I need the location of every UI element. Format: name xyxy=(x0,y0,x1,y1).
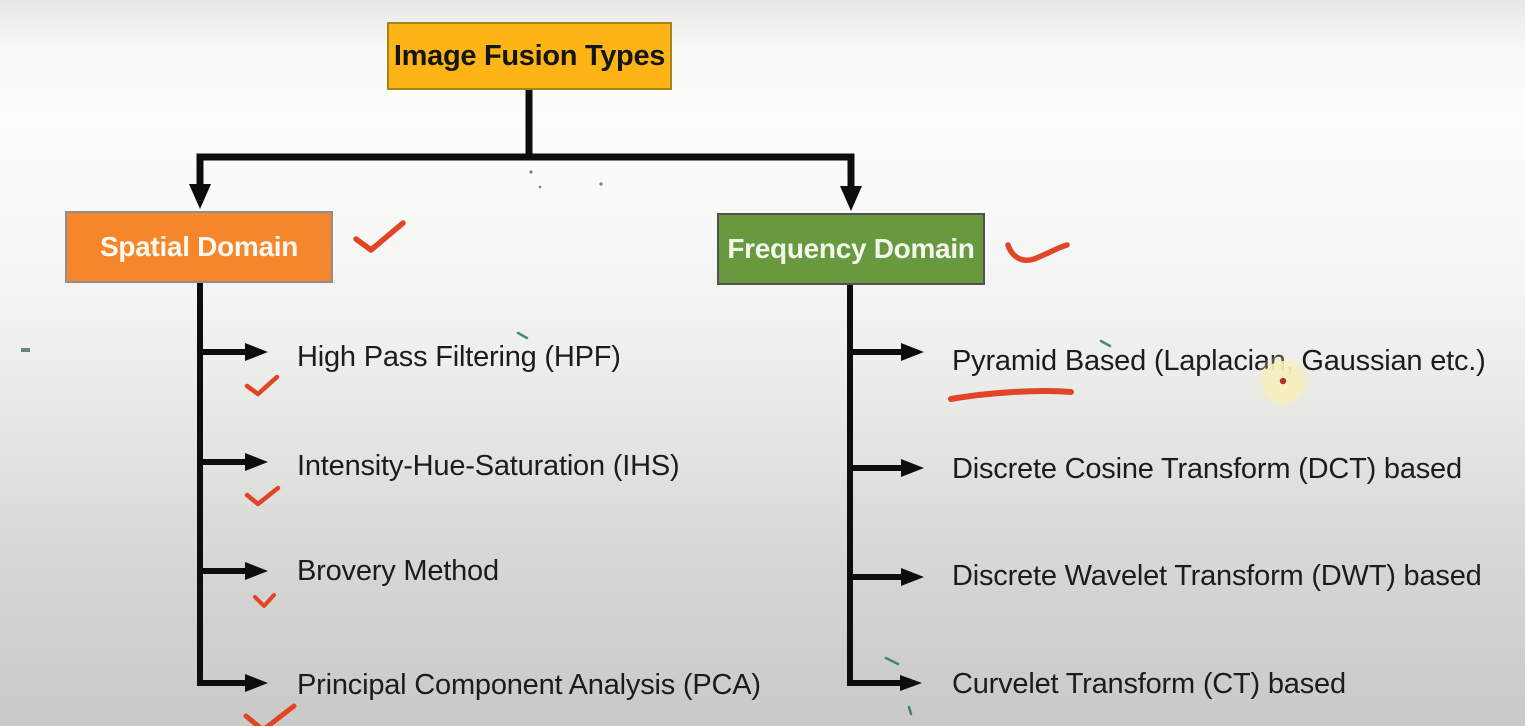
item-brovery: Brovery Method xyxy=(297,554,499,587)
arrowhead-ihs xyxy=(245,453,268,471)
split-line xyxy=(196,153,855,192)
arrowhead-to-spatial xyxy=(189,184,211,209)
checkmark-hpf-icon xyxy=(244,374,280,397)
green-speck-icon xyxy=(529,170,533,174)
green-speck-icon xyxy=(21,348,30,352)
node-frequency-domain-label: Frequency Domain xyxy=(727,233,975,264)
item-hpf: High Pass Filtering (HPF) xyxy=(297,340,621,373)
arrowhead-pyramid xyxy=(901,343,924,361)
item-dwt-based: Discrete Wavelet Transform (DWT) based xyxy=(952,559,1482,592)
green-speck-icon xyxy=(884,656,900,666)
item-dct-based: Discrete Cosine Transform (DCT) based xyxy=(952,452,1462,485)
checkmark-brovery-icon xyxy=(253,593,276,608)
checkmark-ihs-icon xyxy=(244,485,281,507)
arrowhead-curvelet xyxy=(900,675,922,691)
item-curvelet-based: Curvelet Transform (CT) based xyxy=(952,667,1346,700)
item-pca: Principal Component Analysis (PCA) xyxy=(297,668,761,701)
green-speck-icon xyxy=(599,182,603,186)
node-image-fusion-types: Image Fusion Types xyxy=(387,22,672,90)
node-spatial-domain: Spatial Domain xyxy=(65,211,333,283)
node-frequency-domain: Frequency Domain xyxy=(717,213,985,285)
item-ihs: Intensity-Hue-Saturation (IHS) xyxy=(297,449,680,482)
arrowhead-dwt xyxy=(901,568,924,586)
underline-pyramid-icon xyxy=(948,388,1074,402)
green-speck-icon xyxy=(538,185,542,189)
checkmark-pca-icon xyxy=(243,703,297,726)
arrowhead-hpf xyxy=(245,343,268,361)
checkmark-frequency-icon xyxy=(1005,242,1070,263)
node-image-fusion-types-label: Image Fusion Types xyxy=(393,39,666,72)
frequency-spine xyxy=(847,285,903,686)
spatial-spine xyxy=(197,283,247,686)
arrowhead-dct xyxy=(901,459,924,477)
green-speck-icon xyxy=(907,705,913,716)
arrowhead-to-frequency xyxy=(840,186,862,211)
checkmark-spatial-icon xyxy=(353,220,406,253)
item-pyramid-based: Pyramid Based (Laplacian, Gaussian etc.) xyxy=(952,344,1486,377)
arrowhead-brovery xyxy=(245,562,268,580)
arrowhead-pca xyxy=(245,674,268,692)
node-spatial-domain-label: Spatial Domain xyxy=(99,231,299,262)
